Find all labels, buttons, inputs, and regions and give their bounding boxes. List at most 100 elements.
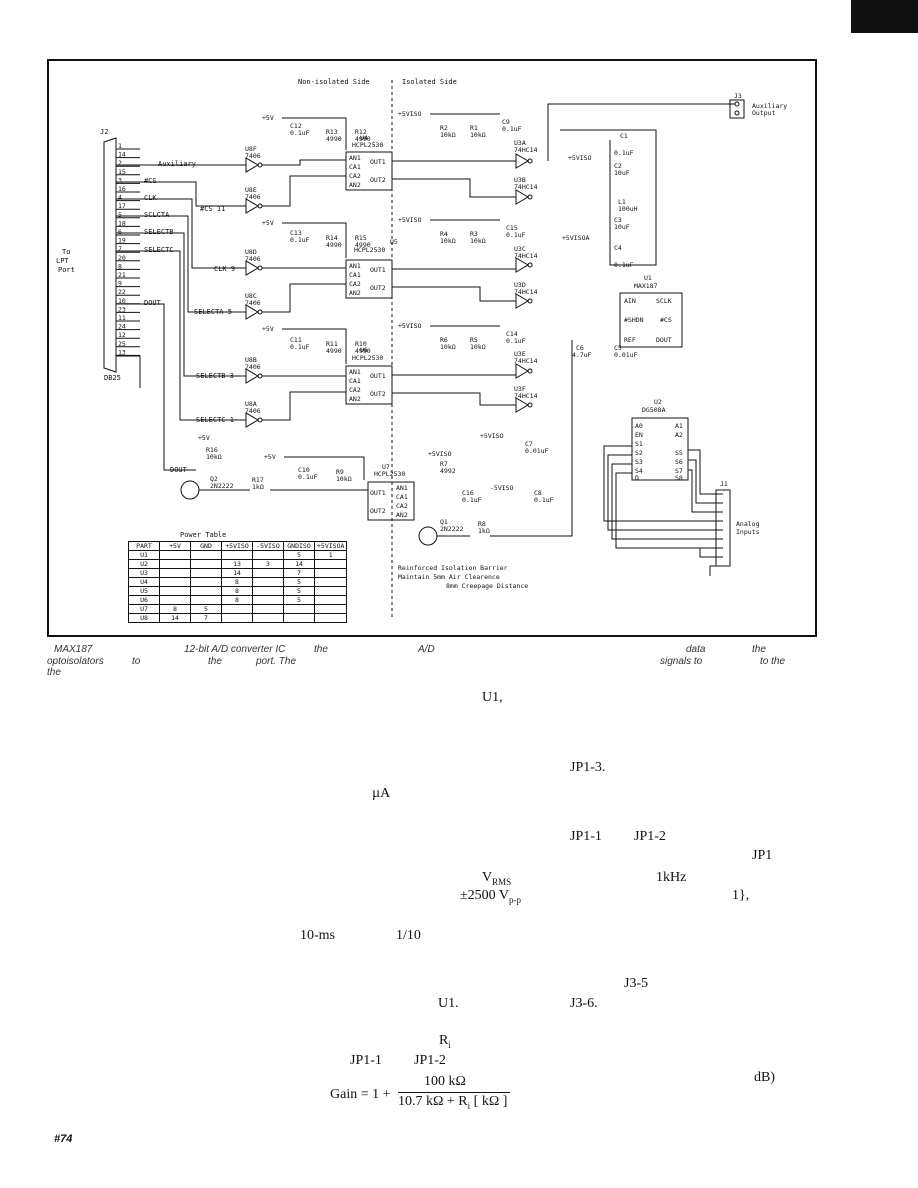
power-table-cell [283, 613, 315, 623]
db25-pin-label: 18 [118, 219, 126, 227]
power-table-cell [159, 586, 191, 596]
r16-value: 10kΩ [206, 453, 222, 461]
q2-type: 2N2222 [210, 482, 234, 490]
u6-ca2: CA2 [349, 386, 361, 394]
u3d-type: 74HC14 [514, 288, 538, 296]
r1-value: 10kΩ [470, 131, 486, 139]
c14-value: 0.1uF [506, 337, 526, 345]
u4-out1: OUT1 [370, 158, 386, 166]
power-table-cell: U6 [128, 595, 160, 605]
lpt-label-3: Port [58, 266, 75, 274]
u1-type: MAX187 [634, 282, 658, 290]
power-table-cell: 5 [190, 604, 222, 614]
r6-value: 10kΩ [440, 343, 456, 351]
input-wires [116, 164, 246, 471]
db25-pin-label: 11 [118, 314, 126, 322]
r16-label: R16 [206, 446, 218, 454]
u7-ca2: CA2 [396, 502, 408, 510]
caption-word: 12-bit A/D converter IC [184, 644, 286, 655]
power-table-cell [313, 586, 348, 596]
r6-label: R6 [440, 336, 448, 344]
j3-connector: J3 Auxiliary Output [547, 92, 787, 161]
den-end: [ kΩ ] [473, 1094, 508, 1109]
adc-max187: U1 MAX187 AIN SCLK #SHDN #CS REF DOUT [619, 274, 683, 348]
u8d-label: U8D [245, 248, 257, 256]
u8b-type: 7406 [245, 363, 261, 371]
body-fragment: VRMS [482, 870, 511, 887]
caption-word: the [208, 656, 222, 667]
power-table-cell: 8 [221, 586, 253, 596]
u8e-type: 7406 [245, 193, 261, 201]
j3-aux: Auxiliary [752, 102, 787, 110]
body-fragment: JP1-1 [350, 1053, 382, 1068]
u2-s2: S2 [635, 449, 643, 457]
r10-value: 4990 [355, 347, 371, 355]
body-fragment: JP1-2 [414, 1053, 446, 1068]
db25-pin-label: 24 [118, 323, 126, 331]
power-table-cell [283, 604, 315, 614]
r17-label: R17 [252, 476, 264, 484]
rails-nonisolated: +5V +5V +5V +5V +5V [198, 114, 365, 480]
power-table-cell: 8 [221, 577, 253, 587]
inverters-u8: U8F 7406 U8E 7406 U8D 7406 U8C 7406 U8B … [245, 145, 263, 428]
body-fragment: 1/10 [396, 928, 421, 943]
c4-label: C4 [614, 244, 622, 252]
c5-value: 0.01uF [614, 351, 638, 359]
power-table-cell [221, 550, 253, 560]
page-number: #74 [54, 1133, 73, 1145]
u3f-type: 74HC14 [514, 392, 538, 400]
q1-label: Q1 [440, 518, 448, 526]
body-fragment: J3-6. [570, 996, 598, 1011]
power-table-header-cell: GNDISO [283, 541, 315, 551]
u8e-label: U8E [245, 186, 257, 194]
power-table-cell: 1 [313, 550, 348, 560]
power-table-cell [252, 550, 284, 560]
u1-sclk: SCLK [656, 297, 672, 305]
u7-ca1: CA1 [396, 493, 408, 501]
db25-label: DB25 [104, 374, 121, 382]
signal-cs11: #CS 11 [200, 205, 225, 213]
rail-5viso-3: +5VISO [398, 322, 422, 330]
u7-out2: OUT2 [370, 507, 386, 515]
db25-pin-label: 22 [118, 288, 126, 296]
c10-value: 0.1uF [298, 473, 318, 481]
db25-pin-label: 15 [118, 168, 126, 176]
c6-label: C6 [576, 344, 584, 352]
power-table-cell: 3 [252, 559, 284, 569]
u5-out2: OUT2 [370, 284, 386, 292]
u3c-label: U3C [514, 245, 526, 253]
r9-label: R9 [336, 468, 344, 476]
vpp-subscript: p-p [509, 894, 522, 905]
caption-word: signals to [660, 656, 703, 667]
l1-value: 100uH [618, 205, 638, 213]
rail-5v-4: +5V [264, 453, 276, 461]
u3f-label: U3F [514, 385, 526, 393]
body-fragment: JP1-1 [570, 829, 602, 844]
db25-connector: J2 DB25 To LPT Port [56, 128, 121, 382]
c6-value: 4.7uF [572, 351, 592, 359]
signal-cs: #CS [144, 177, 157, 185]
den-subscript: i [467, 1100, 471, 1111]
db25-pin-label: 1 [118, 142, 122, 150]
signal-dout: DOUT [144, 299, 162, 307]
db25-pin-label: 6 [118, 228, 122, 236]
r3-value: 10kΩ [470, 237, 486, 245]
mux-dg508a: U2 DG508A A0 A1 EN A2 S1 S2 S5 S3 S6 S4 … [631, 398, 689, 482]
signal-auxiliary: Auxiliary [158, 160, 196, 168]
r4-label: R4 [440, 230, 448, 238]
c12-label: C12 [290, 122, 302, 130]
j3-label: J3 [734, 92, 742, 100]
r17-value: 1kΩ [252, 483, 264, 491]
c12-value: 0.1uF [290, 129, 310, 137]
caption-word: MAX187 [54, 644, 93, 655]
body-fragment: dB) [754, 1070, 775, 1085]
u1-ain: AIN [624, 297, 636, 305]
caption-word: to the [760, 656, 786, 667]
c11-label: C11 [290, 336, 302, 344]
gain-formula-lhs: Gain = 1 + [330, 1087, 391, 1102]
power-table-cell [190, 559, 222, 569]
db25-pin-label: 7 [118, 245, 122, 253]
c5-label: C5 [614, 344, 622, 352]
u4-type: HCPL2530 [352, 141, 383, 149]
